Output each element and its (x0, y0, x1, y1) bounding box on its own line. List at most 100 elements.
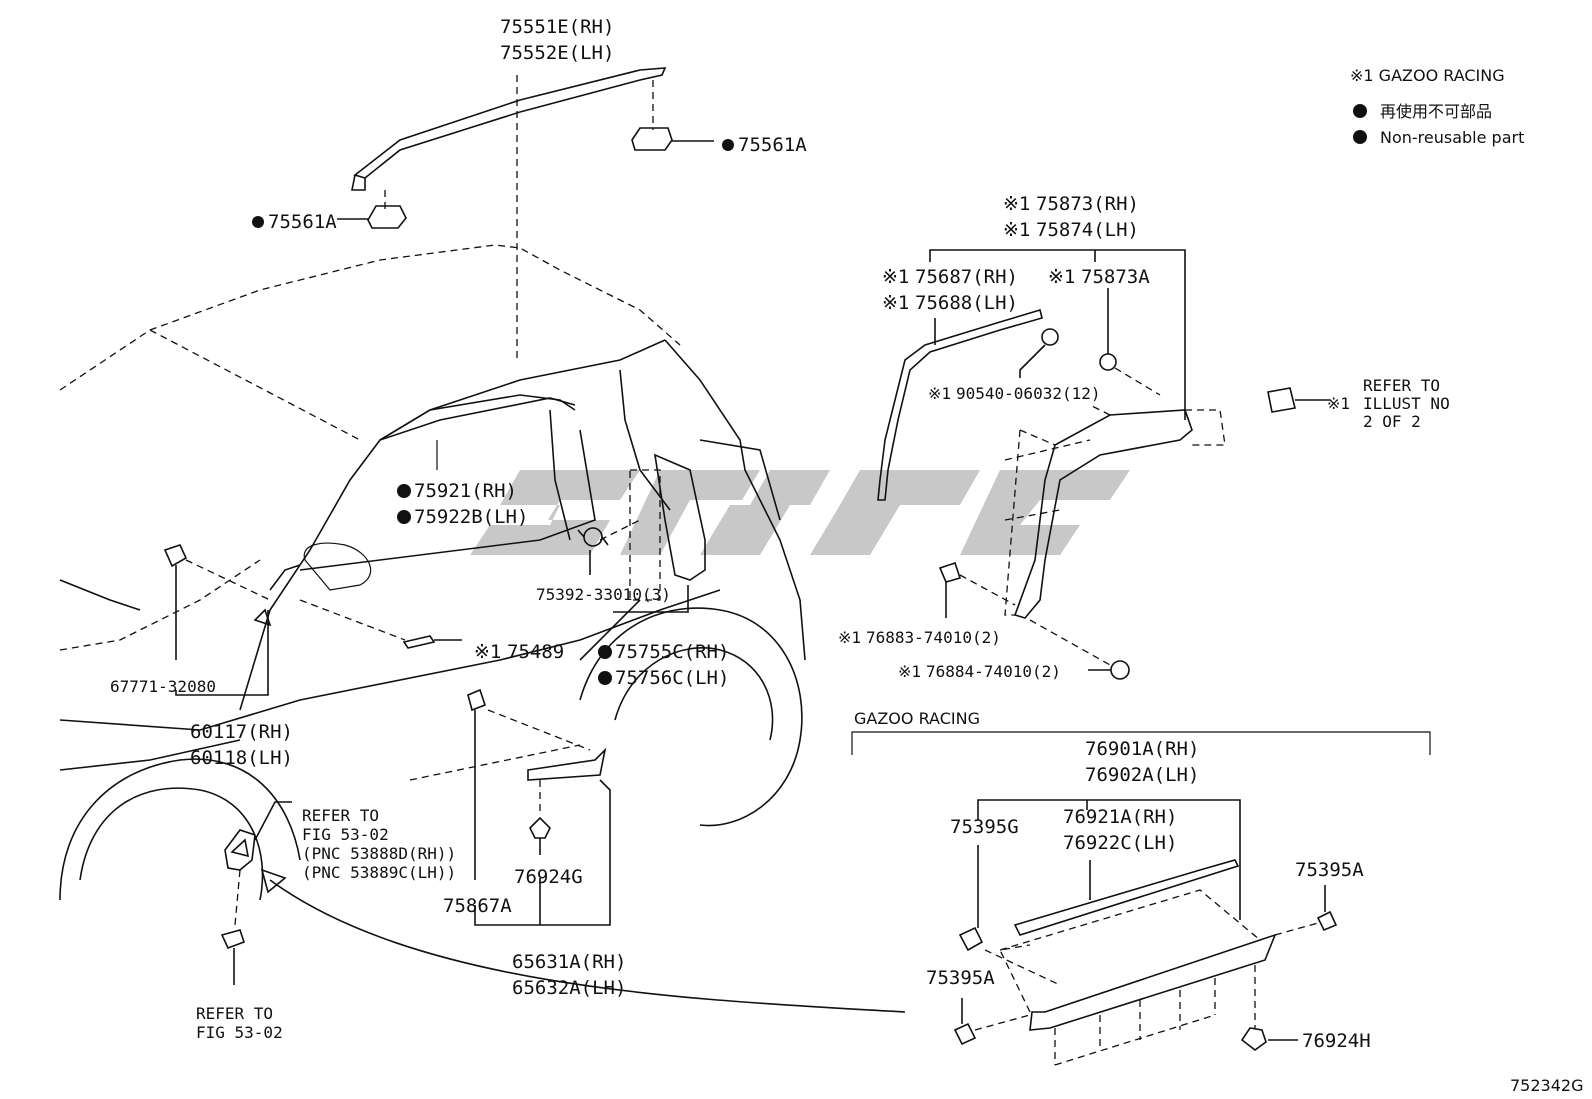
label-76884: 76884-74010(2) (926, 662, 1061, 681)
mark-75688: ※1 (882, 292, 909, 314)
label-75561a-left: 75561A (268, 211, 337, 233)
gazoo-box-bracket (851, 731, 1431, 755)
label-75395a-right: 75395A (1295, 859, 1364, 881)
clip-75392-icon (577, 527, 609, 547)
car-body-outline (59, 244, 806, 901)
label-75687: 75687(RH) (915, 266, 1018, 288)
mark-75873: ※1 (1003, 193, 1030, 215)
legend-nonreusable-en: Non-reusable part (1380, 128, 1524, 147)
label-90540: 90540-06032(12) (956, 384, 1101, 403)
clip-75395a-right-icon (1316, 910, 1338, 932)
seal-75687 (877, 308, 1043, 501)
emblem-75489 (402, 635, 436, 649)
leader-76883-dash (959, 574, 1016, 606)
legend-gazoo: ※1 GAZOO RACING (1350, 66, 1505, 85)
pillar-garnish (629, 453, 706, 601)
gazoo-arrow-head (260, 868, 287, 894)
clip-75561a-left (367, 205, 407, 229)
mark-75874: ※1 (1003, 219, 1030, 241)
label-refer-fig-b1: REFER TO (196, 1004, 273, 1023)
label-60118: 60118(LH) (190, 747, 293, 769)
label-76883: 76883-74010(2) (866, 628, 1001, 647)
mark-90540: ※1 (928, 384, 951, 403)
label-refer-illust-1: REFER TO (1363, 376, 1440, 395)
label-67771: 67771-32080 (110, 677, 216, 696)
watermark-logo (470, 470, 1130, 555)
leader-67771-dash (185, 559, 271, 601)
label-76922c: 76922C(LH) (1063, 832, 1177, 854)
leader-76901a (977, 799, 1241, 920)
legend-dot (1353, 130, 1367, 144)
leader-75755c (613, 585, 689, 613)
clip-75561a-right (631, 127, 673, 151)
mark-76884: ※1 (898, 662, 921, 681)
bolt-icon (220, 929, 246, 950)
label-gazoo-box: GAZOO RACING (854, 709, 980, 728)
mark-75687: ※1 (882, 266, 909, 288)
label-75551e: 75551E(RH) (500, 16, 614, 38)
label-75921: 75921(RH) (414, 480, 517, 502)
gazoo-arrow (269, 879, 906, 1013)
label-refer-fig-b2: FIG 53-02 (196, 1023, 283, 1042)
nonreusable-dot (598, 671, 612, 685)
label-75395a-left: 75395A (926, 967, 995, 989)
mudguard-icon (224, 829, 256, 871)
label-75873a: 75873A (1081, 266, 1150, 288)
label-60117: 60117(RH) (190, 721, 293, 743)
leader-mudguard-bolt (234, 869, 241, 926)
nonreusable-dot (252, 216, 264, 228)
legend-dot (1353, 104, 1367, 118)
legend-nonreusable-jp: 再使用不可部品 (1380, 102, 1492, 121)
clip-75395a-left-icon (953, 1022, 977, 1046)
label-refer-fig-1: REFER TO (302, 806, 379, 825)
clip-75395g-icon (958, 926, 984, 952)
label-75922b: 75922B(LH) (414, 506, 528, 528)
leader-rocker-dash (487, 709, 591, 751)
leader-75395g-dash (984, 949, 1061, 986)
label-75874: 75874(LH) (1036, 219, 1139, 241)
label-76921a: 76921A(RH) (1063, 806, 1177, 828)
leader-75489-dash (299, 599, 406, 641)
label-65632a: 65632A(LH) (512, 977, 626, 999)
leader-refer-fig (254, 801, 292, 841)
label-65631a: 65631A(RH) (512, 951, 626, 973)
label-75756c: 75756C(LH) (615, 667, 729, 689)
label-75688: 75688(LH) (915, 292, 1018, 314)
mark-75489: ※1 (474, 641, 501, 663)
nonreusable-dot (598, 645, 612, 659)
label-75755c: 75755C(RH) (615, 641, 729, 663)
leader-75395a-right-dash (1274, 922, 1319, 936)
clip-76924g-icon (529, 816, 551, 839)
nut-90540-icon (1041, 328, 1059, 346)
clip-76883-icon (938, 561, 962, 583)
label-refer-illust-3: 2 OF 2 (1363, 412, 1421, 431)
label-pnc-2: (PNC 53889C(LH)) (302, 863, 456, 882)
side-skirt (999, 889, 1277, 1066)
leader-75873a-dash (1114, 367, 1161, 396)
mark-refer-illust: ※1 (1327, 394, 1350, 413)
label-75561a-right: 75561A (738, 134, 807, 156)
rocker-garnish (527, 747, 607, 781)
clip-76924h-icon (1240, 1027, 1267, 1051)
label-76901a: 76901A(RH) (1085, 738, 1199, 760)
nonreusable-dot (722, 139, 734, 151)
nonreusable-dot (397, 484, 411, 498)
leader-75392-dash (599, 519, 641, 541)
label-76924g: 76924G (514, 866, 583, 888)
clip-67771-icon (163, 544, 188, 568)
label-75873: 75873(RH) (1036, 193, 1139, 215)
label-refer-fig-2: FIG 53-02 (302, 825, 389, 844)
label-75867a: 75867A (443, 895, 512, 917)
clip-76884-icon (1110, 660, 1130, 680)
leader-65631a (474, 779, 611, 926)
label-pnc-1: (PNC 53888D(RH)) (302, 844, 456, 863)
leader-60117 (175, 610, 269, 696)
clip-75867a-icon (467, 688, 487, 712)
window-molding (379, 394, 576, 441)
leader-76884-dash (1029, 619, 1111, 666)
roof-molding (351, 67, 667, 191)
leader-75873 (929, 249, 1186, 420)
diagram-id: 752342G (1510, 1076, 1583, 1095)
